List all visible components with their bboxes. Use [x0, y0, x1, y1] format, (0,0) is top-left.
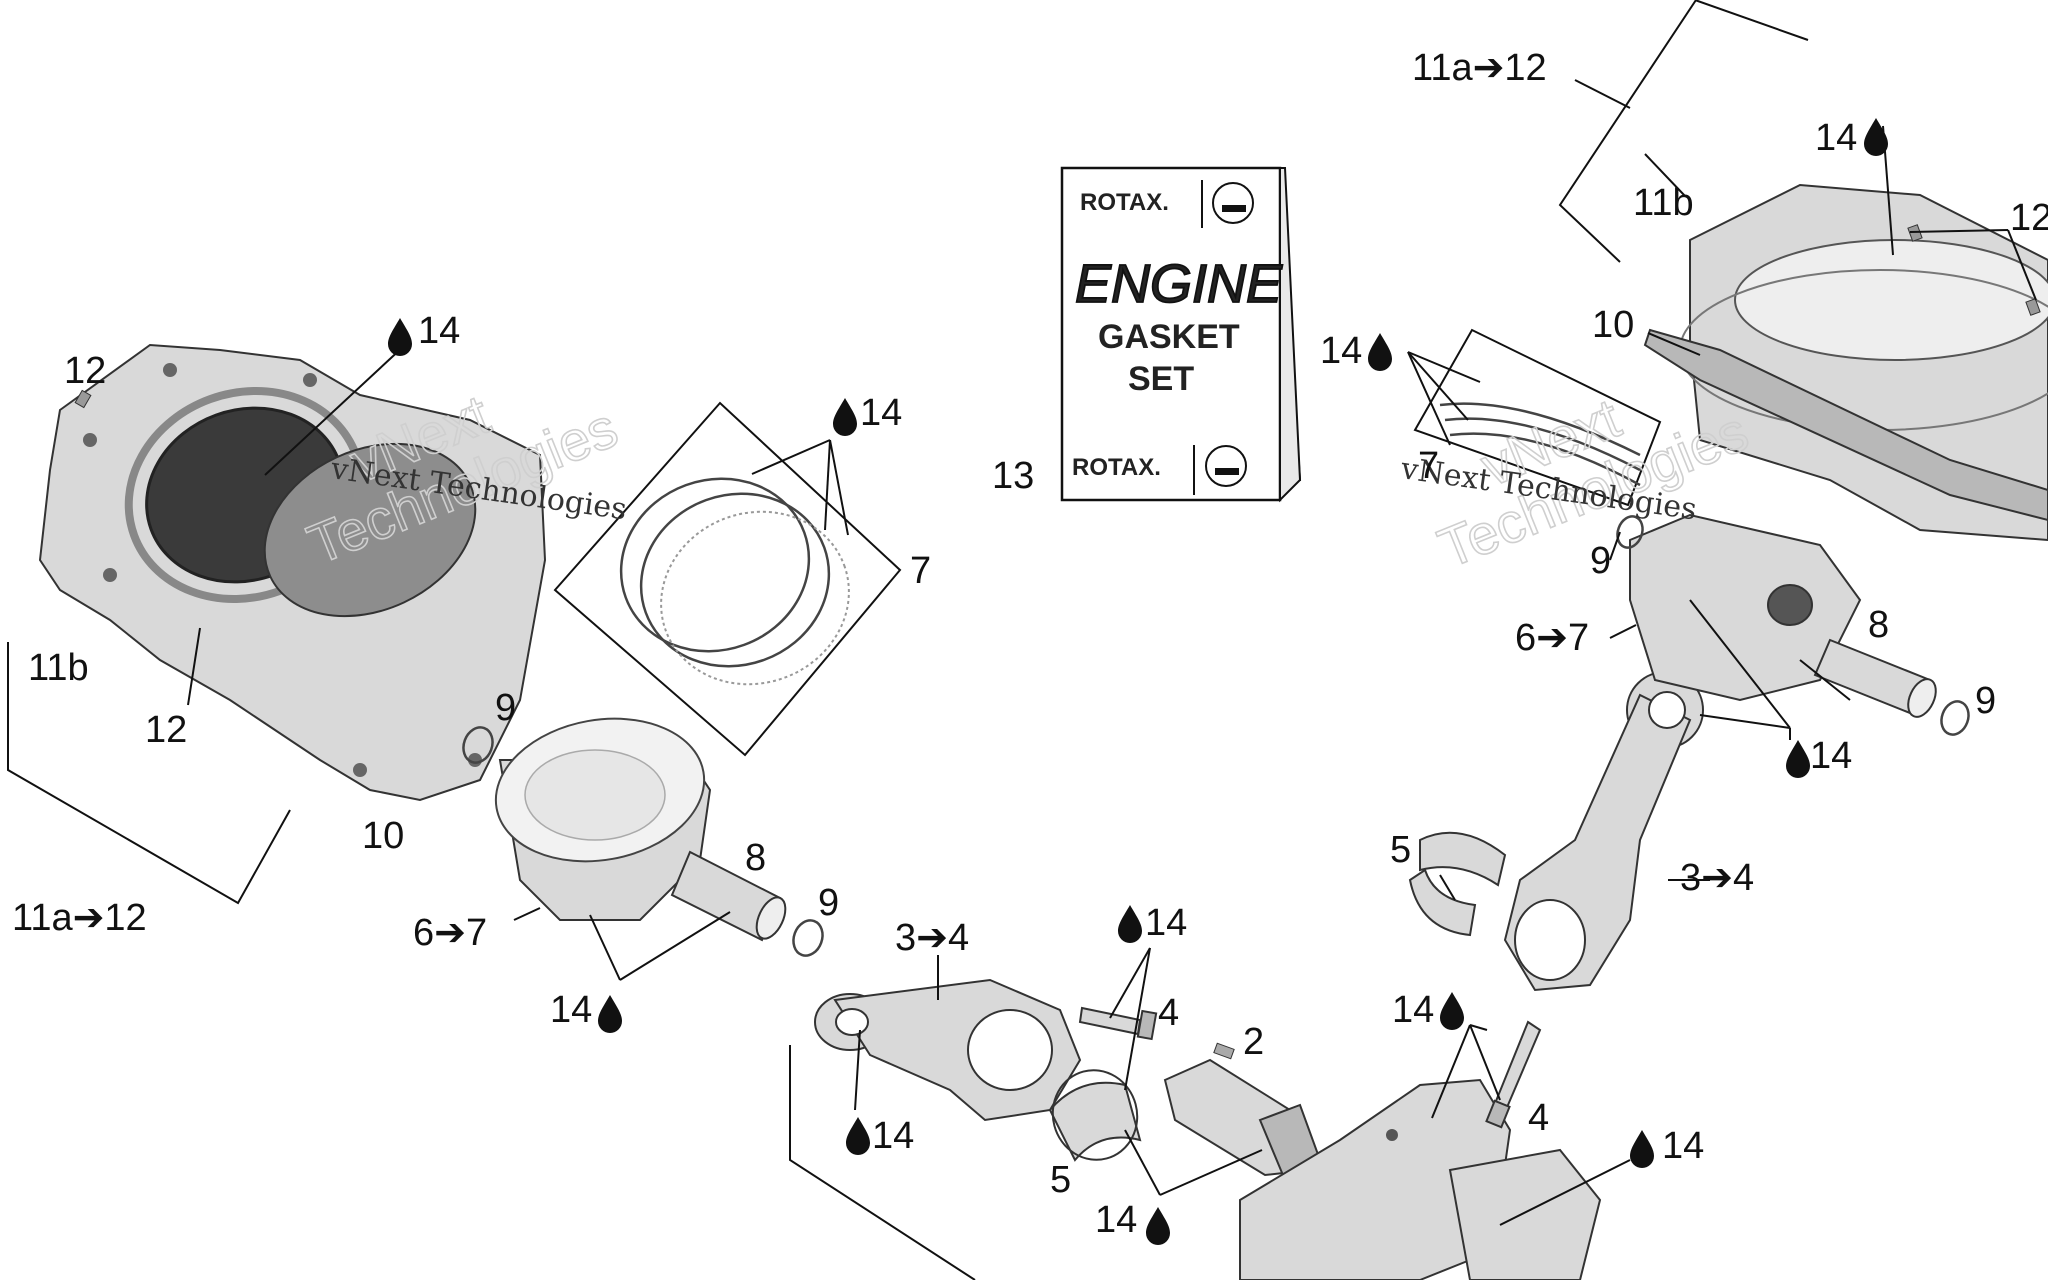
callout-6-7-left: 6➔7	[413, 912, 487, 954]
oil-drop-icon	[1864, 118, 1888, 156]
oil-drop-icon	[1440, 992, 1464, 1030]
callout-8-left: 8	[745, 837, 766, 879]
brand-bottom: ROTAX.	[1072, 454, 1161, 481]
callout-4-left: 4	[1158, 992, 1179, 1034]
oil-drop-icon	[598, 995, 622, 1033]
right-piston-pin	[1813, 638, 1937, 718]
engine-gasket-set: ROTAX. ENGINE GASKET SET ROTAX.	[1060, 166, 1302, 503]
gasket-line1: ENGINE	[1075, 254, 1283, 314]
leader-lines	[187, 125, 2037, 1280]
callout-14-crank-right: 14	[1662, 1125, 1704, 1167]
callout-12-top: 12	[2010, 197, 2048, 239]
callout-14-rod-right: 14	[1810, 735, 1852, 777]
rod-bolt	[1078, 1006, 1158, 1041]
callout-4-right: 4	[1528, 1097, 1549, 1139]
right-piston	[1629, 513, 1862, 702]
left-bearing-shell	[1048, 1069, 1142, 1162]
callout-11b-top: 11b	[1633, 182, 1694, 224]
callout-12-left-top: 12	[64, 350, 106, 392]
dowel-2	[1213, 1042, 1235, 1060]
callout-10-left: 10	[362, 815, 404, 857]
crankshaft	[1163, 1058, 1602, 1280]
left-circlip-a	[462, 726, 494, 764]
gasket-line3: SET	[1128, 360, 1194, 398]
oil-drop-icon	[846, 1117, 870, 1155]
callout-14-cyl-left: 14	[418, 310, 460, 352]
callout-13: 13	[992, 455, 1034, 497]
oil-drop-icon	[1146, 1207, 1170, 1245]
brp-logo-icon-bottom	[1205, 445, 1247, 487]
left-piston	[494, 717, 712, 921]
oil-drop-icons	[388, 118, 1888, 1245]
callout-9-left-b: 9	[818, 882, 839, 924]
callout-9-right-b: 9	[1975, 680, 1996, 722]
left-cylinder	[38, 343, 547, 802]
oil-drop-icon	[1368, 333, 1392, 371]
left-connecting-rod	[814, 978, 1082, 1122]
callout-14-bolt-left: 14	[1145, 902, 1187, 944]
oil-drop-icon	[1630, 1130, 1654, 1168]
callout-14-bearing-right: 14	[1392, 989, 1434, 1031]
left-piston-pin	[670, 850, 787, 942]
oil-drop-icon	[388, 318, 412, 356]
callout-14-bearing-left: 14	[1095, 1199, 1137, 1241]
right-circlip-a	[1616, 515, 1644, 549]
callout-12-left-mid: 12	[145, 709, 187, 751]
left-circlip-b	[792, 919, 824, 957]
callout-labels: 11a➔12 14 11b 12 10 14 7 9 6➔7 8 9 14 5 …	[12, 47, 2048, 1241]
callout-6-7-right: 6➔7	[1515, 617, 1589, 659]
callout-14-rings-right: 14	[1320, 330, 1362, 372]
callout-11a-12-top: 11a➔12	[1412, 47, 1547, 89]
callout-8-right: 8	[1868, 604, 1889, 646]
callout-11b-left: 11b	[28, 647, 89, 689]
callout-2: 2	[1243, 1021, 1264, 1063]
callout-3-4-left: 3➔4	[895, 917, 969, 959]
brand-top: ROTAX.	[1080, 189, 1169, 216]
callout-11a-12-left: 11a➔12	[12, 897, 147, 939]
right-connecting-rod	[1503, 671, 1704, 992]
oil-drop-icon	[1786, 740, 1810, 778]
callout-14-rings-left: 14	[860, 392, 902, 434]
callout-10-right: 10	[1592, 304, 1634, 346]
callout-9-right-a: 9	[1590, 540, 1611, 582]
gasket-line2: GASKET	[1098, 318, 1240, 356]
callout-7-left: 7	[910, 550, 931, 592]
callout-5-left: 5	[1050, 1159, 1071, 1201]
dowel-pin	[74, 389, 92, 409]
callout-14-top: 14	[1815, 117, 1857, 159]
oil-drop-icon	[1118, 905, 1142, 943]
right-bearing-shell	[1408, 831, 1507, 937]
callout-5-right: 5	[1390, 829, 1411, 871]
callout-14-piston-left: 14	[550, 989, 592, 1031]
right-cylinder	[1643, 183, 2048, 542]
callout-14-rod-left: 14	[872, 1115, 914, 1157]
brp-logo-icon	[1212, 182, 1254, 224]
oil-drop-icon	[833, 398, 857, 436]
callout-9-left-a: 9	[495, 687, 516, 729]
right-circlip-b	[1940, 700, 1970, 736]
left-piston-rings	[553, 401, 902, 757]
callout-7-right: 7	[1418, 445, 1439, 487]
right-rod-bolt	[1485, 1020, 1542, 1129]
right-piston-rings	[1413, 328, 1662, 507]
callout-3-4-right: 3➔4	[1680, 857, 1754, 899]
